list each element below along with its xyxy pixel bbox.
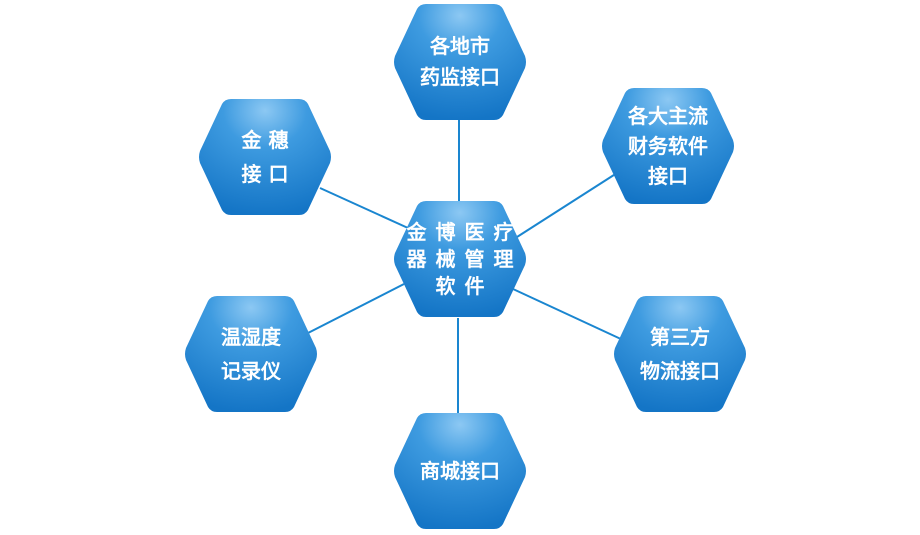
hexagon-hygrometer [185,296,317,412]
connector-finance [516,172,618,238]
hexagon-logistics [614,296,746,412]
connector-hygrometer [307,283,405,334]
hexagon-jinsui [199,99,331,215]
hexagon-finance [602,88,734,204]
hexagon-center [394,201,526,317]
connector-logistics [512,288,624,341]
hexagon-city-fda [394,4,526,120]
connector-jinsui [319,187,409,229]
hexagon-mall [394,413,526,529]
connector-lines [307,120,624,414]
